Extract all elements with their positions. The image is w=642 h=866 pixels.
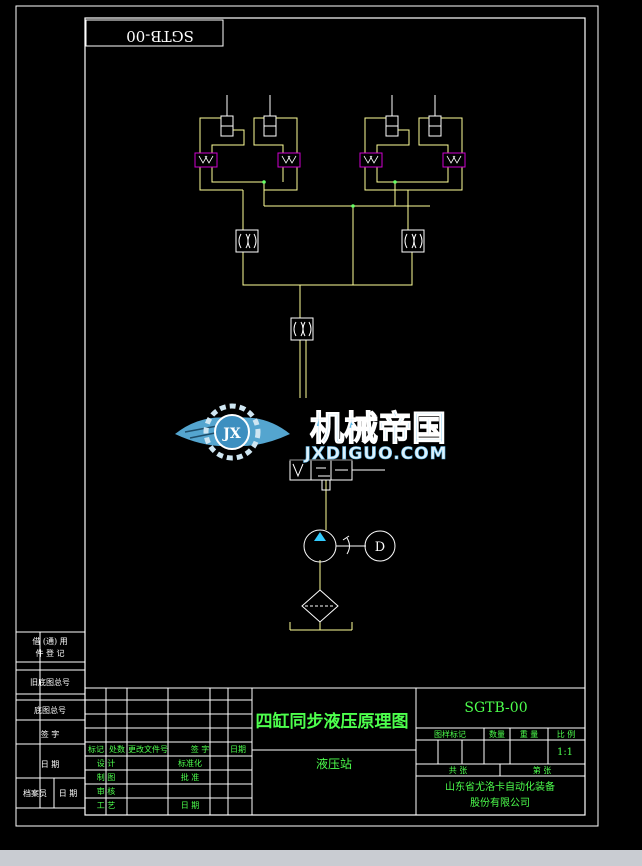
check-valve-2 [277,152,301,168]
sign-row1-b: 标准化 [178,758,202,768]
strip-r4: 签 字 [41,729,60,739]
cylinder-2 [263,95,277,137]
scale-value: 1:1 [557,747,573,758]
tb-stage: 图样标记 [434,729,466,739]
junction-dot-1 [262,180,266,184]
motor [364,530,396,562]
strip-r3: 底图总号 [34,705,66,715]
strip-r1a: 借 (通) 用 [32,636,67,646]
inner-frame [84,17,586,816]
flow-divider-main [290,317,314,341]
junction-dot-3 [351,204,355,208]
check-valve-1 [194,152,218,168]
check-valve-4 [442,152,466,168]
flow-dividers [235,229,425,341]
sign-h1: 标记 [88,744,104,754]
cylinder-4 [428,95,442,137]
junction-dot-2 [393,180,397,184]
hydraulic-circuit [199,95,463,631]
filter [301,589,339,623]
strip-r5: 日 期 [41,760,60,769]
sign-row4-a: 工 艺 [97,801,116,810]
rotated-number-box [85,19,224,47]
sign-row2-b: 批 准 [181,772,200,782]
drawing-subtitle: 液压站 [316,756,352,771]
tb-qty: 数量 [489,729,505,739]
rotated-drawing-number: SGTB-00 [126,27,194,45]
left-strip-table [16,631,85,809]
directional-valve [289,459,385,491]
status-bar [0,850,642,866]
sign-h2: 处数 [109,744,125,754]
title-area [252,687,585,815]
watermark-logo: JX 机械帝国 JXDIGUO.COM [175,403,464,464]
sign-row1-a: 设 计 [97,758,116,768]
strip-r6a: 档案员 [23,788,47,798]
sign-row4-b: 日 期 [181,801,200,810]
sign-h5: 日期 [230,745,246,754]
cylinder-1 [220,95,234,137]
tb-scale-h: 比 例 [557,729,576,739]
motor-label: D [375,540,385,555]
flow-divider-right [401,229,425,253]
tb-sheet-no: 第 张 [533,765,552,775]
drawing-number: SGTB-00 [464,700,527,716]
check-valve-3 [359,152,383,168]
gear-icon [203,403,261,461]
sign-h4: 签 字 [191,744,210,754]
tb-sheet-total: 共 张 [449,766,468,775]
company-line2: 股份有限公司 [470,796,530,809]
sign-h3: 更改文件号 [128,744,168,754]
drawing-title: 四缸同步液压原理图 [256,711,409,732]
company-line1: 山东省尤洛卡自动化装备 [445,780,555,793]
sign-row2-a: 制 图 [97,772,116,782]
cylinder-3 [385,95,399,137]
tb-weight: 重 量 [520,729,539,739]
outer-frame [15,5,599,827]
pump-unit [303,529,396,563]
watermark-site: JXDIGUO.COM [303,444,447,464]
watermark-emblem: JX [221,426,241,442]
sign-row3-a: 审 核 [97,786,116,796]
signature-table [85,687,253,815]
strip-r2: 旧底图总号 [30,677,70,687]
check-valves [194,152,466,168]
strip-r6b: 日 期 [59,789,78,798]
watermark-brand: 机械帝国 [310,409,446,449]
strip-r1b: 件 登 记 [35,648,64,658]
flow-divider-left [235,229,259,253]
